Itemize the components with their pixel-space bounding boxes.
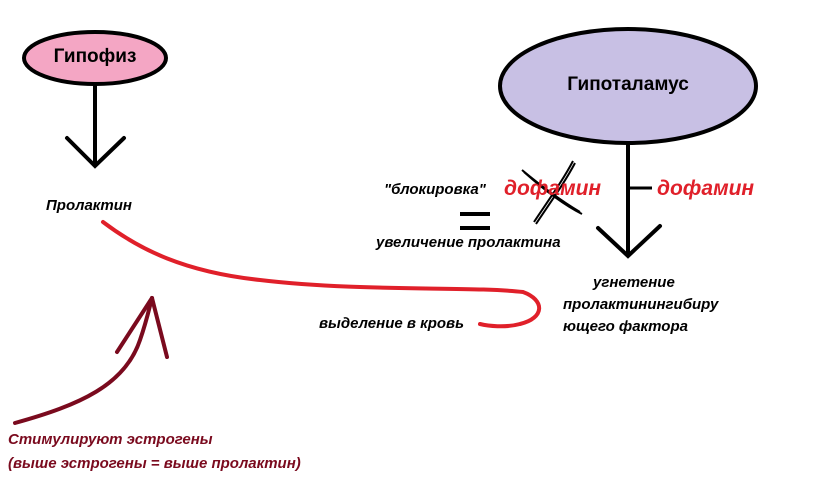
dopamine-crossed-label: дофамин	[504, 177, 602, 200]
inhibition-line3: ющего фактора	[563, 318, 688, 335]
estrogen-label-line2: (выше эстрогены = выше пролактин)	[8, 455, 301, 472]
equals-sign	[460, 212, 490, 230]
pituitary-arrow	[65, 84, 126, 169]
hypothalamus-arrow	[596, 143, 662, 259]
prolactin-release-curve	[101, 220, 542, 329]
inhibition-line2: пролактинингибиру	[563, 296, 719, 313]
prolactin-label: Пролактин	[46, 197, 132, 214]
estrogen-arrow	[13, 296, 169, 425]
prolactin-increase-label: увеличение пролактина	[376, 234, 561, 251]
dopamine-label: дофамин	[657, 177, 755, 200]
blocking-label: "блокировка"	[384, 181, 486, 198]
estrogen-label-line1: Стимулируют эстрогены	[8, 431, 213, 448]
inhibition-line1: угнетение	[593, 274, 675, 291]
cross-mark	[521, 160, 583, 225]
release-to-blood-label: выделение в кровь	[319, 315, 464, 332]
pituitary-label: Гипофиз	[53, 46, 137, 67]
hypothalamus-label: Гипоталамус	[567, 74, 689, 95]
